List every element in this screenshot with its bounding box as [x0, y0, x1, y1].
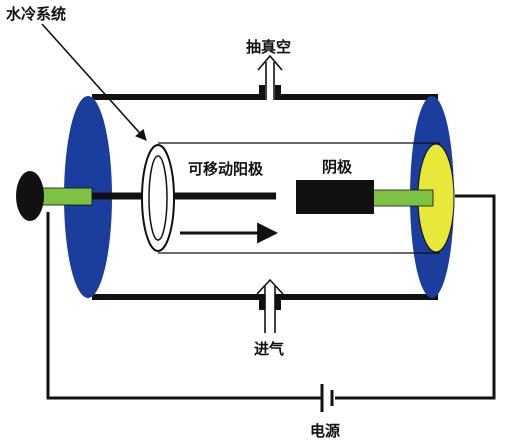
gas-inlet-arrow [256, 278, 284, 333]
cathode-block [296, 180, 374, 214]
inner-cylinder [158, 142, 440, 254]
chamber-top-wall [92, 85, 438, 100]
label-power-supply: 电源 [310, 422, 340, 440]
cathode-green-rod [372, 189, 434, 207]
power-circuit-wire-left [46, 212, 322, 400]
label-movable-anode: 可移动阳极 [188, 160, 264, 178]
vacuum-pump-arrow [257, 54, 283, 100]
power-circuit-wire [335, 194, 496, 400]
water-cooling-ring-inner [148, 155, 168, 241]
anode-knob [16, 171, 44, 221]
label-vacuum-pump: 抽真空 [246, 38, 291, 56]
chamber-bottom-wall [92, 294, 438, 310]
anode-green-rod [41, 187, 93, 206]
label-gas-inlet: 进气 [254, 340, 284, 358]
water-cooling-ring [141, 144, 175, 252]
water-cooling-pointer [41, 23, 147, 141]
label-water-cooling: 水冷系统 [6, 5, 66, 23]
label-cathode: 阴极 [322, 158, 353, 176]
